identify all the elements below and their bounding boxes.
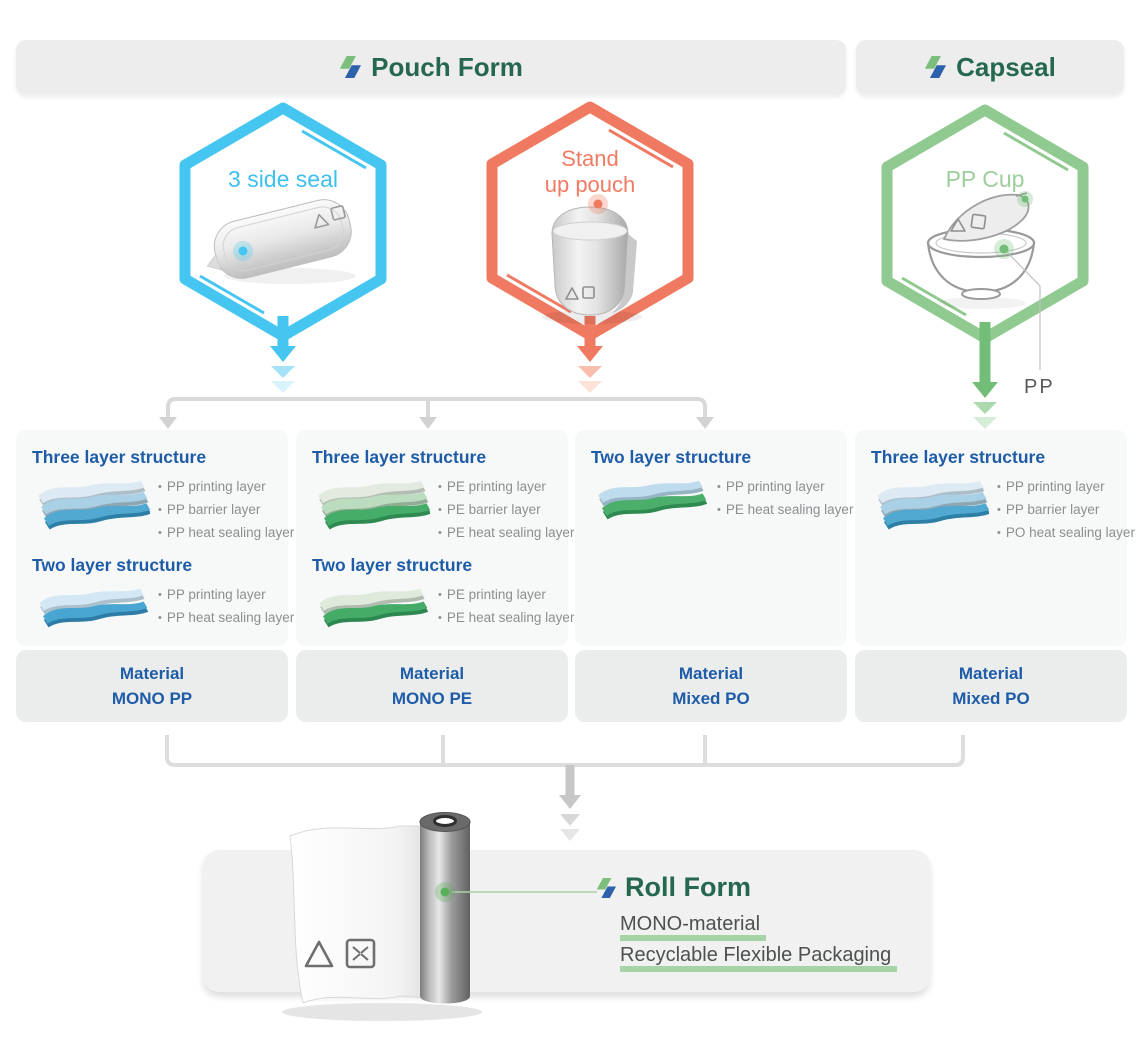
roll-form-subtitle-line2: Recyclable Flexible Packaging (620, 941, 898, 972)
material-value: Mixed PO (952, 689, 1030, 708)
layer-item: PE heat sealing layer (438, 607, 575, 630)
layer-item: PP printing layer (717, 476, 853, 499)
layer-item: PO heat sealing layer (997, 522, 1135, 545)
layer-item: PP printing layer (997, 476, 1135, 499)
block-title: Three layer structure (312, 447, 487, 467)
layer-stack-green-3-icon (318, 480, 430, 530)
layer-item: PP heat sealing layer (158, 522, 294, 545)
layer-item: PE printing layer (438, 476, 574, 499)
pouch-form-title: Pouch Form (371, 51, 523, 82)
hexagon-3-side-seal (179, 102, 387, 393)
pp-callout-label: PP (1024, 376, 1055, 398)
card-mixed-po-pouch: Two layer structure PP printing layer PE… (575, 430, 853, 646)
material-bar-mixed-po-1: Material Mixed PO (575, 650, 847, 722)
layer-item: PE heat sealing layer (717, 499, 854, 522)
brand-slash-icon (596, 877, 616, 898)
material-label: Material (399, 664, 465, 683)
distribution-bracket (159, 397, 714, 429)
capseal-title: Capseal (956, 51, 1056, 82)
material-value: Mixed PO (672, 689, 750, 708)
layer-stack-blue-3-icon (38, 480, 150, 530)
layer-item: PE heat sealing layer (438, 522, 575, 545)
layer-item: PP printing layer (158, 476, 294, 499)
block-title: Three layer structure (871, 447, 1046, 467)
layer-stack-blue-3-icon (877, 480, 989, 530)
layer-item: PE printing layer (438, 584, 574, 607)
layer-item: PP barrier layer (158, 499, 294, 522)
stand-up-pouch-illustration (542, 194, 642, 324)
material-label: Material (678, 664, 744, 683)
roll-form-title: Roll Form (625, 872, 751, 902)
material-bar-mono-pe: Material MONO PE (296, 650, 568, 722)
layer-item: PP barrier layer (997, 499, 1135, 522)
pp-cup-illustration (926, 191, 1041, 370)
block-title: Three layer structure (32, 447, 207, 467)
block-title: Two layer structure (312, 555, 473, 575)
material-bar-mono-pp: Material MONO PP (16, 650, 288, 722)
layer-stack-green-2-icon (319, 588, 429, 628)
material-value: MONO PE (391, 689, 473, 708)
block-title: Two layer structure (591, 447, 752, 467)
brand-slash-icon (340, 56, 362, 78)
roll-form-subtitle-line1: MONO-material (620, 910, 767, 941)
layer-item: PP printing layer (158, 584, 294, 607)
hexagon-label-stand-up-pouch: Stand up pouch (544, 146, 636, 197)
layer-item: PE barrier layer (438, 499, 574, 522)
material-label: Material (119, 664, 185, 683)
layer-item: PP heat sealing layer (158, 607, 294, 630)
hexagon-label-3-side-seal: 3 side seal (228, 166, 338, 192)
roll-form-subtitle: MONO-material Recyclable Flexible Packag… (620, 910, 898, 972)
card-mono-pp: Three layer structure PP printing layer … (16, 430, 294, 646)
hexagon-label-pp-cup: PP Cup (945, 166, 1025, 192)
capseal-header: Capseal (856, 40, 1124, 94)
material-value: MONO PP (111, 689, 193, 708)
three-side-seal-pouch-illustration (206, 199, 356, 284)
brand-slash-icon (924, 56, 947, 78)
layer-stack-mixed-2-icon (598, 480, 708, 520)
roll-form-title-row: Roll Form (596, 872, 751, 903)
card-mono-pe: Three layer structure PE printing layer … (296, 430, 574, 646)
layer-stack-blue-2-icon (39, 588, 149, 628)
pouch-form-header: Pouch Form (16, 40, 846, 94)
block-title: Two layer structure (32, 555, 193, 575)
material-bar-mixed-po-2: Material Mixed PO (855, 650, 1127, 722)
card-mixed-po-capseal: Three layer structure PP printing layer … (855, 430, 1135, 646)
collector-bracket (165, 735, 965, 841)
material-label: Material (958, 664, 1024, 683)
